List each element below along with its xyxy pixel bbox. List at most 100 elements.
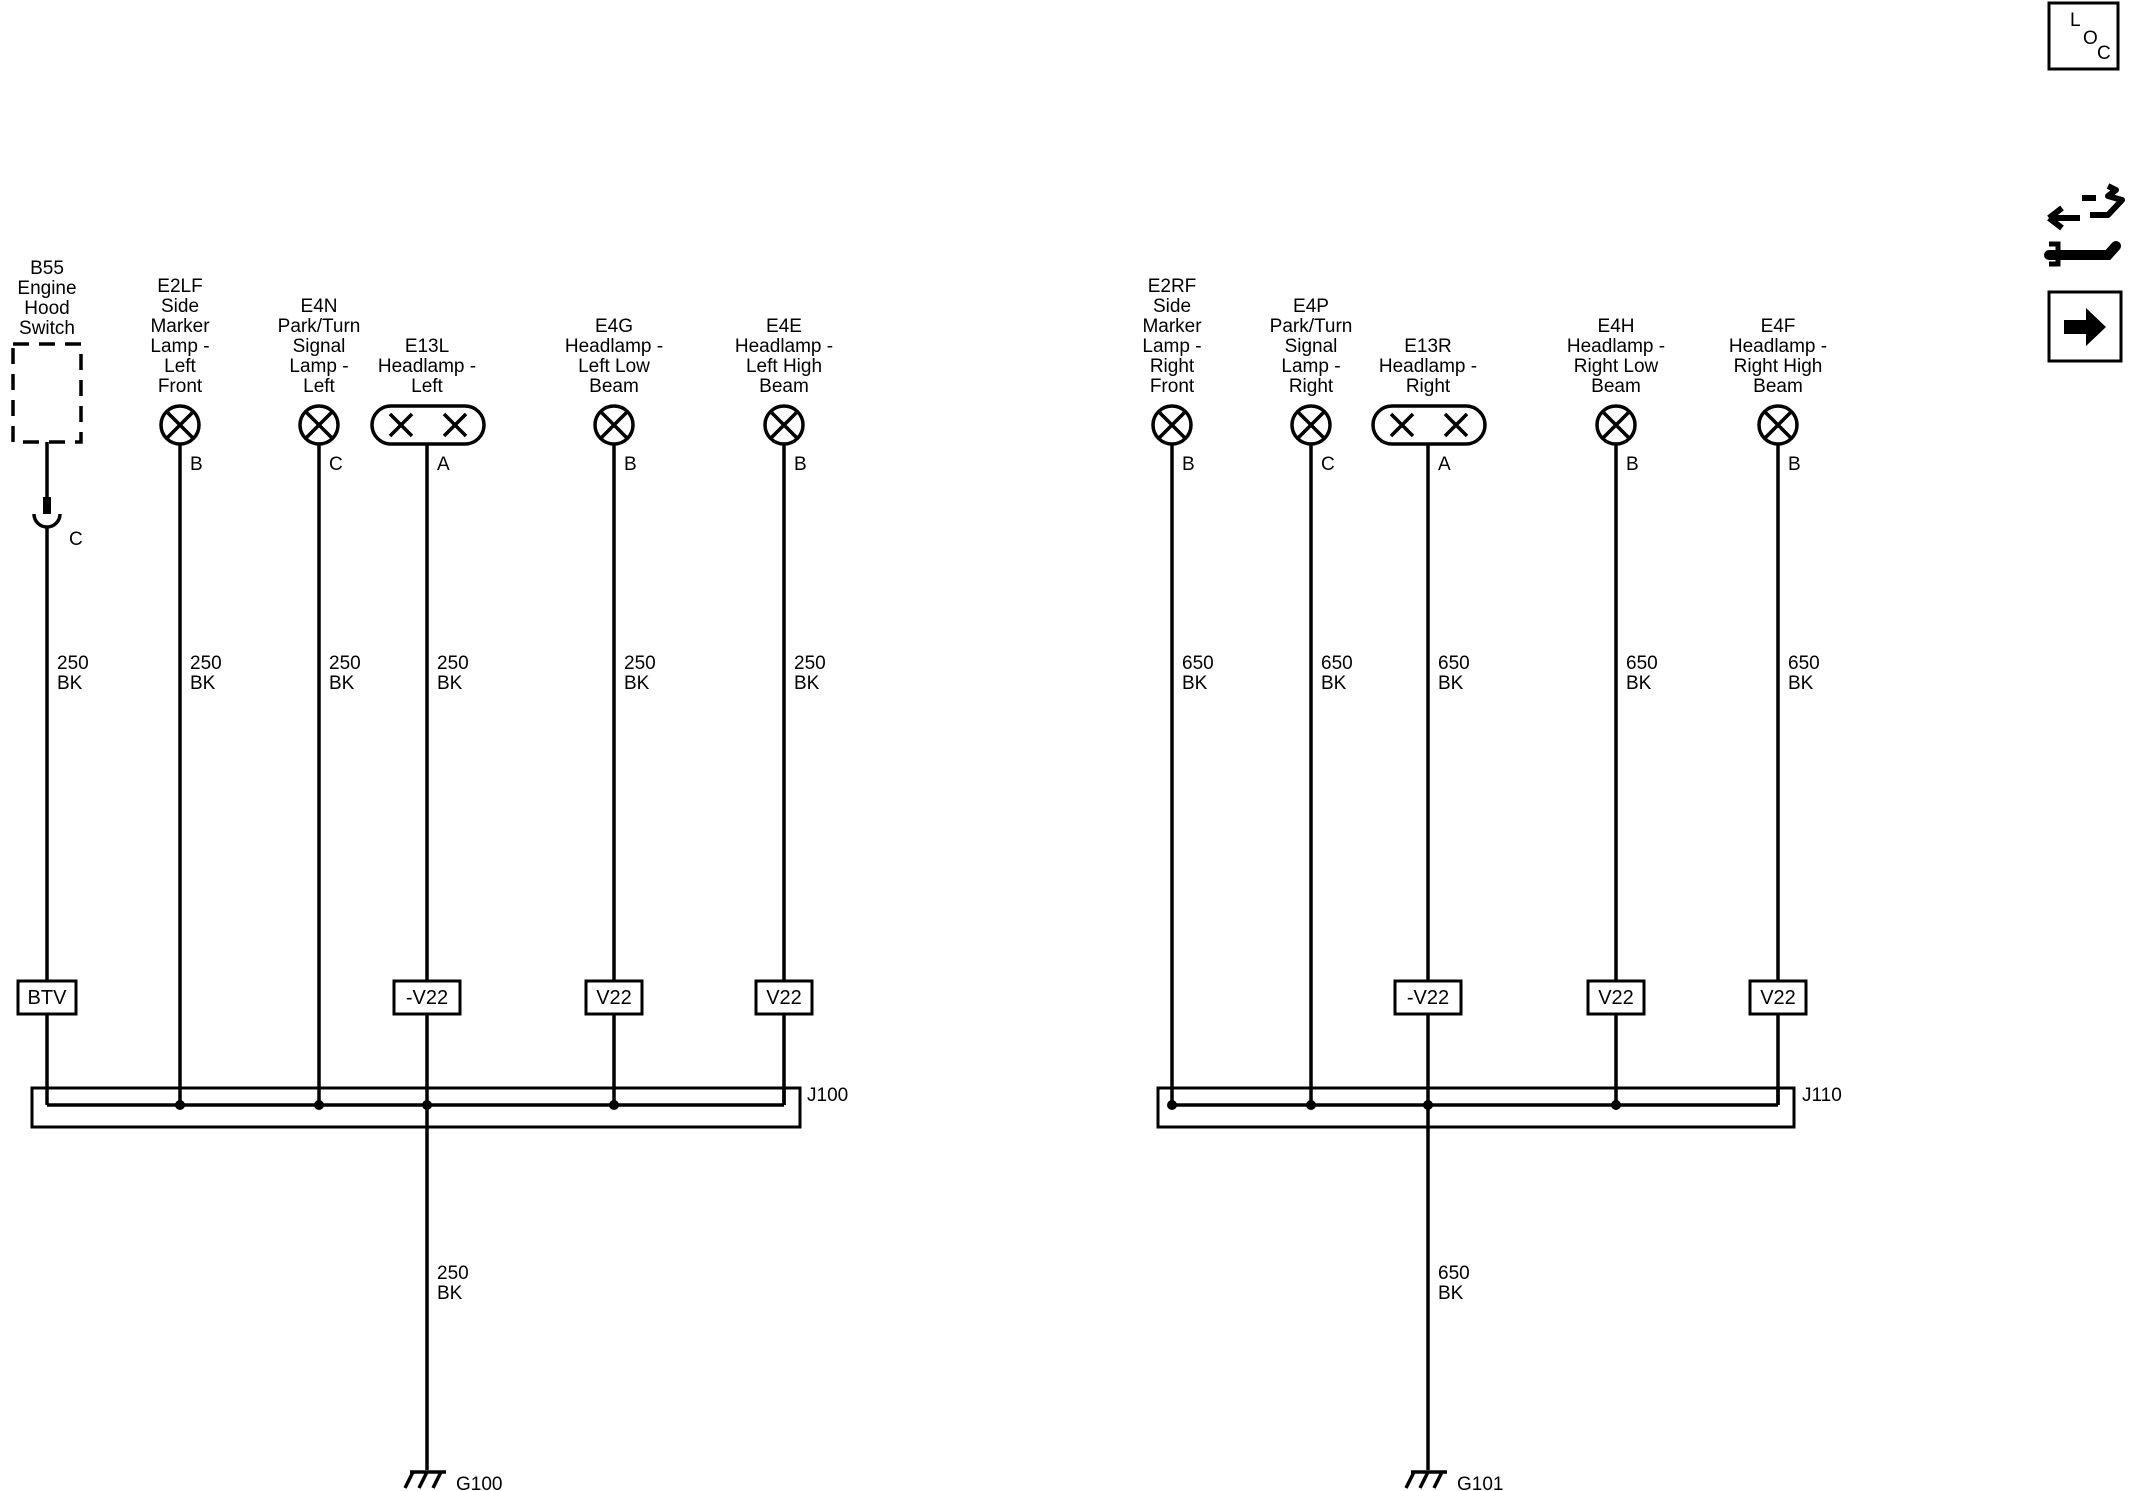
connector-pin-icon bbox=[43, 497, 51, 514]
ground-g101-label: G101 bbox=[1457, 1474, 1503, 1491]
left-wire-circuit: 250 bbox=[329, 653, 361, 674]
right-lamp-label-line: Right Low bbox=[1574, 356, 1659, 377]
inline-connector-label: -V22 bbox=[406, 987, 448, 1009]
left-lamp-label-line: Front bbox=[158, 376, 203, 397]
right-lamp-label-line: Beam bbox=[1591, 376, 1641, 397]
left-lamp-label-line: E4N bbox=[301, 296, 338, 317]
ground-wire-g100-color: BK bbox=[437, 1283, 463, 1304]
right-lamp-label-line: Right High bbox=[1734, 356, 1823, 377]
next-page-button[interactable] bbox=[2047, 290, 2123, 363]
ground-icon bbox=[403, 1470, 446, 1489]
left-lamp-label-line: Headlamp - bbox=[378, 356, 476, 377]
hood-switch-b55: B55 Engine Hood Switch C 250 BK BTV bbox=[11, 258, 89, 1105]
ground-g100-label: G100 bbox=[456, 1474, 502, 1491]
left-lamp-label-line: Signal bbox=[293, 336, 346, 357]
right-lamp-pin: C bbox=[1321, 454, 1335, 475]
splice-pack-j110: J110 650 BK G101 bbox=[1156, 1085, 1842, 1491]
right-wire-circuit: 650 bbox=[1626, 653, 1658, 674]
right-lamp-pin: B bbox=[1182, 454, 1195, 475]
left-lamp-label-line: Left bbox=[164, 356, 196, 377]
left-lamp-label-line: Left Low bbox=[578, 356, 650, 377]
right-wire-color: BK bbox=[1182, 673, 1208, 694]
left-lamp-label-line: Lamp - bbox=[150, 336, 209, 357]
right-lamp-label-line: Right bbox=[1150, 356, 1195, 377]
left-lamp-label-line: Headlamp - bbox=[565, 336, 663, 357]
right-lamp-label-line: Right bbox=[1406, 376, 1451, 397]
left-lamp-label-line: E13L bbox=[405, 336, 449, 357]
right-lamp-pin: A bbox=[1438, 454, 1451, 475]
splice-pack-j100: J100 250 BK G100 bbox=[30, 1085, 848, 1491]
left-lamp-label-line: Left bbox=[411, 376, 443, 397]
right-lamp-label-line: E4H bbox=[1598, 316, 1635, 337]
right-wire-circuit: 650 bbox=[1788, 653, 1820, 674]
inline-connector-label: V22 bbox=[596, 987, 632, 1009]
hood-switch-pin: C bbox=[69, 529, 83, 550]
loc-letter-o: O bbox=[2083, 28, 2098, 49]
right-lamp-label-line: E13R bbox=[1404, 336, 1452, 357]
left-wire-circuit: 250 bbox=[190, 653, 222, 674]
right-lamp-label-line: E4F bbox=[1761, 316, 1796, 337]
hood-switch-wire-circuit: 250 bbox=[57, 653, 89, 674]
splice-pack-j100-outline bbox=[30, 1086, 802, 1129]
ground-icon bbox=[1404, 1470, 1447, 1489]
right-wire-circuit: 650 bbox=[1321, 653, 1353, 674]
right-wire-circuit: 650 bbox=[1182, 653, 1214, 674]
right-lamp-label-line: Front bbox=[1150, 376, 1195, 397]
left-lamp-label-line: Side bbox=[161, 296, 199, 317]
left-wire-color: BK bbox=[794, 673, 820, 694]
hood-switch-wire-color: BK bbox=[57, 673, 83, 694]
right-lamp-label-line: Lamp - bbox=[1281, 356, 1340, 377]
right-lamp-label-line: Headlamp - bbox=[1379, 356, 1477, 377]
loc-icon[interactable]: L O C bbox=[2047, 1, 2120, 71]
right-lamp-label-line: Right bbox=[1289, 376, 1334, 397]
left-lamp-label-line: E2LF bbox=[157, 276, 202, 297]
hood-switch-label-4: Switch bbox=[19, 318, 75, 339]
inline-connector-btv-label: BTV bbox=[28, 987, 68, 1009]
left-lamp-label-line: Park/Turn bbox=[278, 316, 361, 337]
right-lamp-label-line: Beam bbox=[1753, 376, 1803, 397]
left-lamp-label-line: Beam bbox=[759, 376, 809, 397]
left-lamp-pin: C bbox=[329, 454, 343, 475]
left-lamp-label-line: E4E bbox=[766, 316, 802, 337]
left-wire-circuit: 250 bbox=[624, 653, 656, 674]
dual-lamp-icon bbox=[1371, 404, 1487, 446]
left-lamp-label-line: Beam bbox=[589, 376, 639, 397]
right-wire-color: BK bbox=[1438, 673, 1464, 694]
left-lamp-pin: B bbox=[794, 454, 807, 475]
left-lamp-label-line: Left bbox=[303, 376, 335, 397]
hood-switch-label-1: B55 bbox=[30, 258, 64, 279]
right-lamp-pin: B bbox=[1626, 454, 1639, 475]
inline-connector-label: V22 bbox=[766, 987, 802, 1009]
right-lamp-label-line: Park/Turn bbox=[1270, 316, 1353, 337]
right-lamp-label-line: Signal bbox=[1285, 336, 1338, 357]
left-lamp-pin: B bbox=[190, 454, 203, 475]
right-lamp-label-line: E4P bbox=[1293, 296, 1329, 317]
connector-cup-icon bbox=[32, 513, 62, 529]
right-lamp-label-line: Lamp - bbox=[1142, 336, 1201, 357]
right-wire-circuit: 650 bbox=[1438, 653, 1470, 674]
left-lamp-pin: A bbox=[437, 454, 450, 475]
left-lamp-pin: B bbox=[624, 454, 637, 475]
left-wire-color: BK bbox=[624, 673, 650, 694]
wrench-arrow-icon[interactable] bbox=[2044, 183, 2125, 267]
right-lamp-label-line: E2RF bbox=[1148, 276, 1197, 297]
left-wire-color: BK bbox=[329, 673, 355, 694]
left-wire-color: BK bbox=[437, 673, 463, 694]
right-lamp-label-line: Headlamp - bbox=[1567, 336, 1665, 357]
inline-connector-label: -V22 bbox=[1407, 987, 1449, 1009]
left-lamp-label-line: E4G bbox=[595, 316, 633, 337]
inline-connector-label: V22 bbox=[1598, 987, 1634, 1009]
inline-connector-label: V22 bbox=[1760, 987, 1796, 1009]
